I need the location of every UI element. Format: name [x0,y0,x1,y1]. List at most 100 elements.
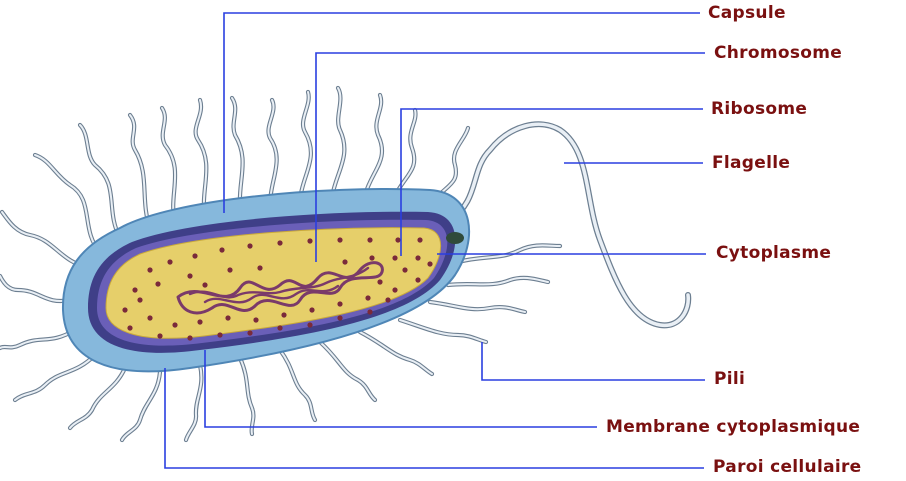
ribosome-dot [253,317,259,323]
ribosome-dot [187,273,193,279]
pilus-outline [392,107,418,199]
pilus-fill [0,275,71,303]
pilus-fill [429,301,526,313]
label-cytoplasme: Cytoplasme [716,243,832,263]
pilus-outline [67,365,128,431]
ribosome-dot [217,332,223,338]
pilus-fill [69,367,126,429]
ribosome-dot [227,267,233,273]
ribosome-dot [202,282,208,288]
ribosome-dot [247,330,253,336]
ribosome-dot [137,297,143,303]
ribosome-dot [385,297,391,303]
pilus-fill [394,109,417,197]
pilus-fill [34,154,101,253]
ribosome-dot [392,287,398,293]
ribosome-dot [427,261,433,267]
label-chromosome: Chromosome [714,43,843,63]
pilus-fill [121,371,161,441]
ribosome-dot [337,315,343,321]
ribosome-dot [337,237,343,243]
pilus-outline [329,85,347,200]
ribosome-dot [392,255,398,261]
pilus-fill [194,99,208,216]
label-pili: Pili [714,369,746,389]
ribosome-dot [281,312,287,318]
pilus-fill [0,329,76,349]
ribosome-dot [365,295,371,301]
leader-paroi [164,368,704,469]
ribosome-dot [337,301,343,307]
ribosome-dot [192,253,198,259]
pilus-fill [364,94,384,196]
pilus-fill [399,319,487,343]
flagellum [447,121,692,329]
ribosome-dot [367,237,373,243]
leader-lines [164,12,706,469]
ribosome-dot [147,267,153,273]
ribosome-dot [415,255,421,261]
ribosome-dot [277,325,283,331]
ribosome-dot [132,287,138,293]
pilus-fill [79,124,121,239]
ribosome-dot [172,322,178,328]
label-membrane: Membrane cytoplasmique [606,417,861,437]
pilus-fill [457,244,561,263]
label-paroi: Paroi cellulaire [713,457,862,477]
ribosome-dot [167,259,173,265]
pilus-outline [183,362,204,443]
pilus-fill [185,364,203,441]
leader-capsule [223,12,700,213]
pilus-outline [0,327,78,351]
leader-membrane [204,350,597,428]
pilus-fill [129,114,151,229]
ribosome-dot [147,315,153,321]
ribosome-dot [402,267,408,273]
pilus-fill [14,354,96,401]
pilus-fill [1,211,91,269]
label-flagelle: Flagelle [712,153,791,173]
pilus-fill [299,91,312,201]
pilus-fill [279,349,316,421]
ribosome-dot [257,265,263,271]
leader-pili [481,342,705,381]
label-ribosome: Ribosome [711,99,808,119]
ribosome-dot [247,243,253,249]
ribosomes [122,237,433,341]
ribosome-dot [127,325,133,331]
pilus-outline [119,369,163,443]
ribosome-dot [197,319,203,325]
ribosome-dot [367,309,373,315]
ribosome-dot [219,247,225,253]
ribosome-dot [309,307,315,313]
ribosome-dot [395,237,401,243]
ribosome-dot [417,237,423,243]
ribosome-dot [342,259,348,265]
pilus-fill [359,331,433,375]
basal-body [446,232,464,244]
pilus-outline [237,355,256,437]
ribosome-dot [369,255,375,261]
ribosome-dot [157,333,163,339]
pilus-fill [267,99,278,205]
ribosome-dot [415,277,421,283]
label-capsule: Capsule [708,3,786,23]
ribosome-dot [307,238,313,244]
pilus-fill [319,341,376,401]
pilus-outline [32,152,103,255]
leader-chromosome [315,52,705,262]
pilus-fill [231,97,244,209]
ribosome-dot [225,315,231,321]
chromosome [176,261,384,315]
pilus-fill [161,107,177,223]
ribosome-dot [377,279,383,285]
leader-ribosome [400,108,703,256]
ribosome-dot [307,322,313,328]
pilus-fill [331,87,346,198]
pilus-fill [447,276,549,286]
ribosome-dot [155,281,161,287]
ribosome-dot [277,240,283,246]
ribosome-dot [187,335,193,341]
ribosome-dot [122,307,128,313]
